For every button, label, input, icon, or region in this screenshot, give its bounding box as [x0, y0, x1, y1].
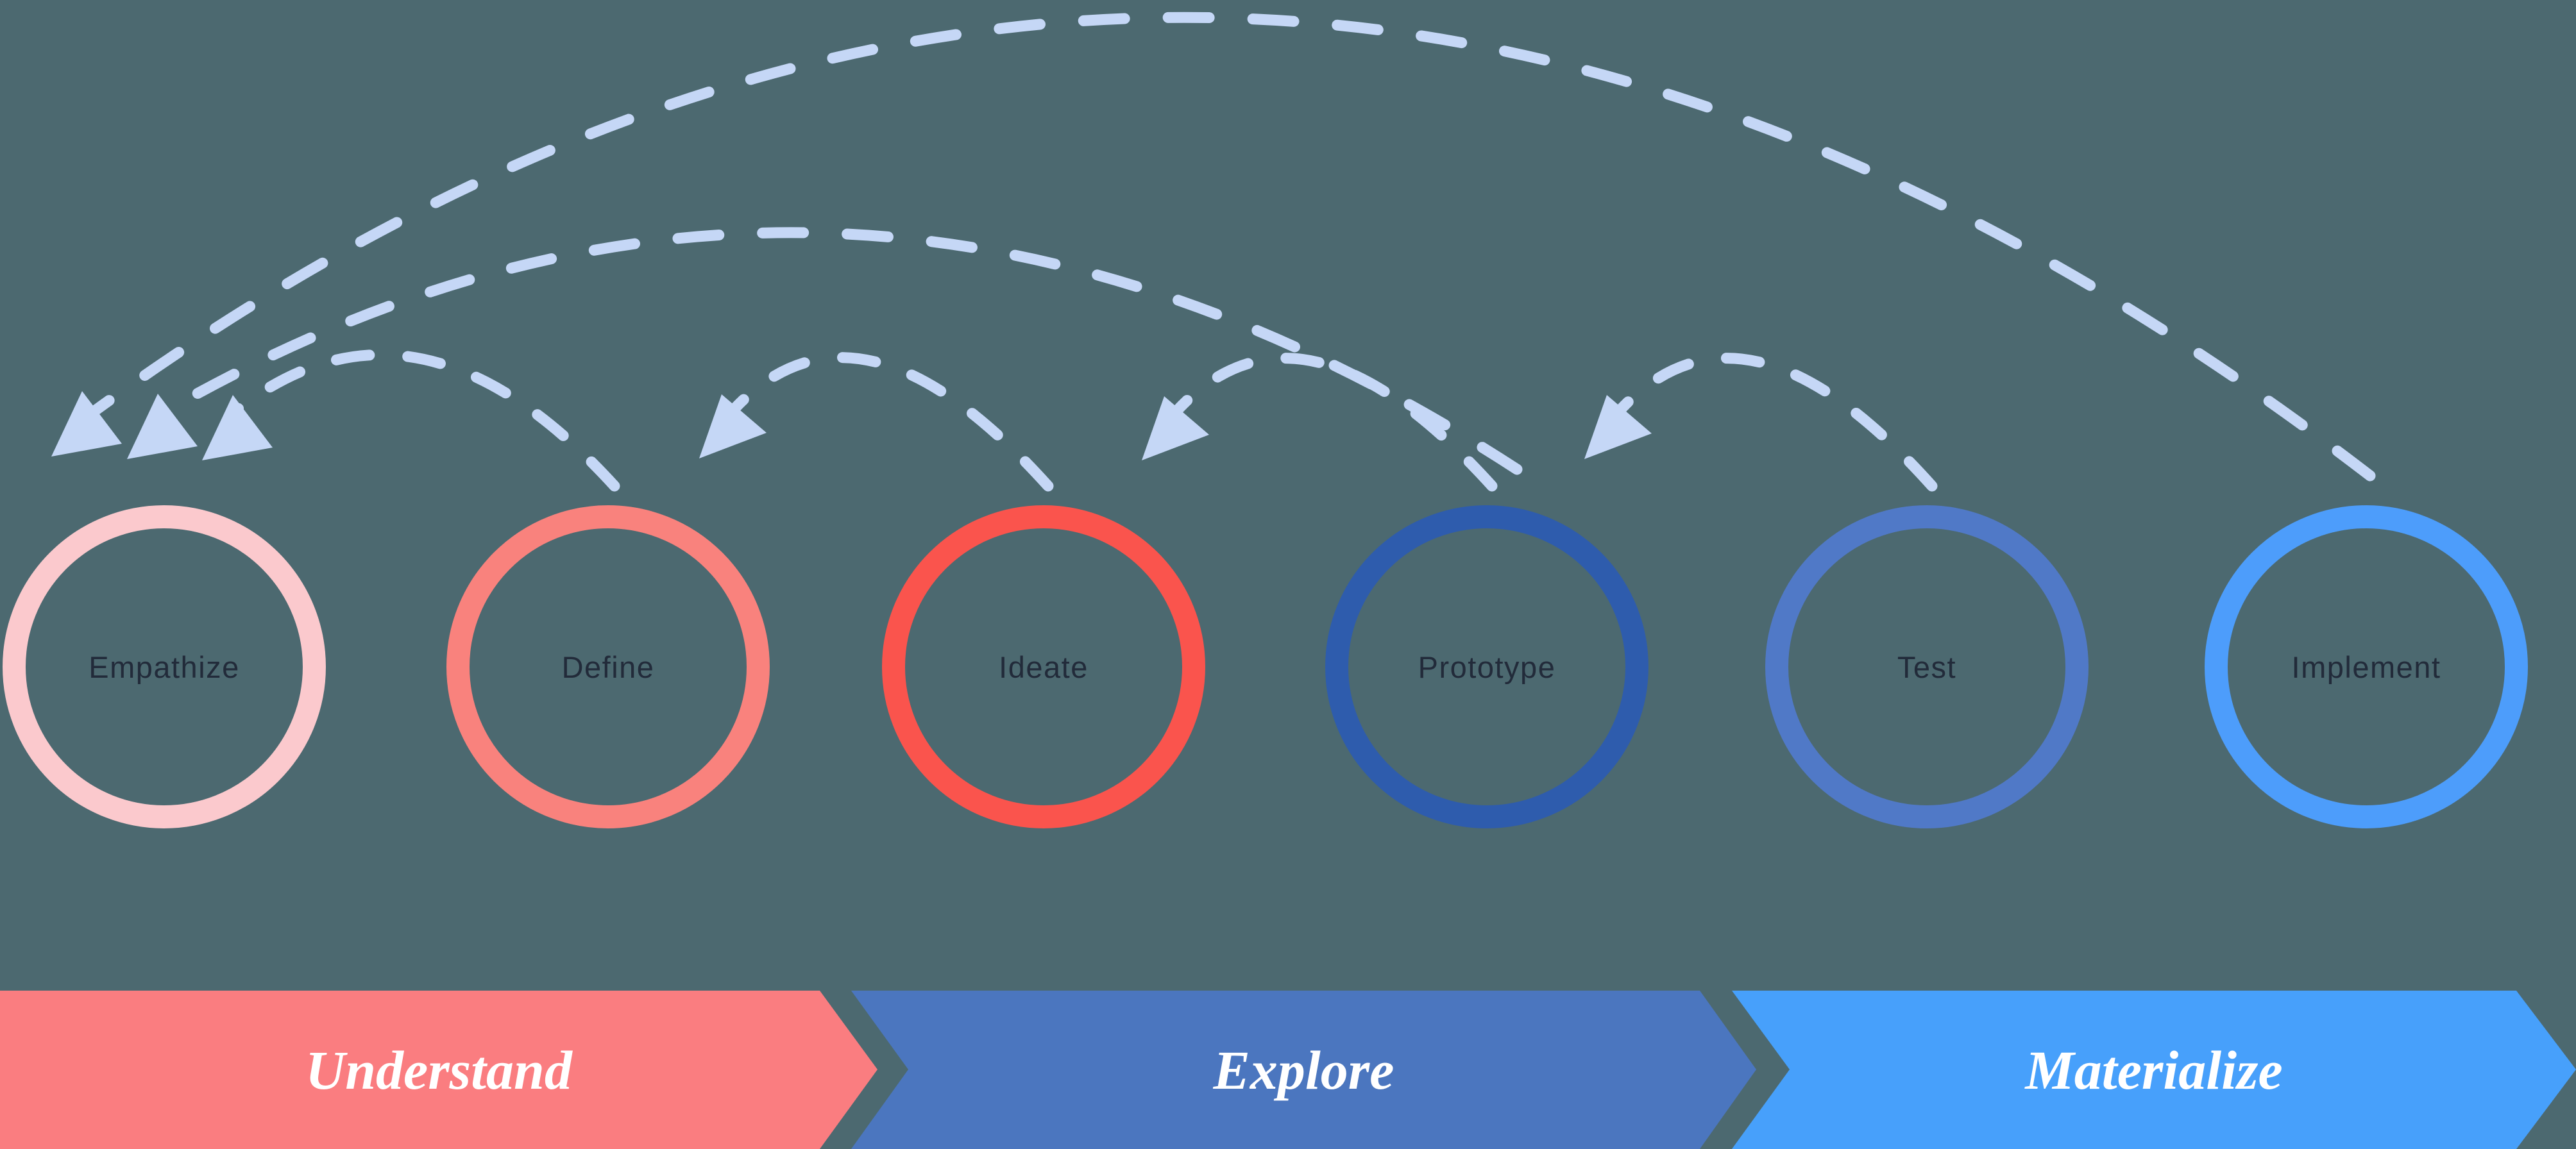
- stage-label-test: Test: [1897, 650, 1957, 684]
- arrowhead-define-to-empathize-icon: [202, 395, 273, 460]
- phase-banner-understand: Understand: [0, 991, 877, 1149]
- phase-banner-explore: Explore: [851, 991, 1756, 1149]
- arrowhead-test-to-prototype-icon: [1584, 395, 1652, 459]
- arrow-prototype-to-ideate: [1163, 353, 1498, 492]
- stage-label-prototype: Prototype: [1418, 650, 1556, 684]
- stage-circle-empathize: Empathize: [3, 505, 326, 828]
- stage-circle-implement: Implement: [2205, 505, 2528, 828]
- stage-label-empathize: Empathize: [89, 650, 240, 684]
- stage-circle-define: Define: [446, 505, 770, 828]
- arrow-ideate-to-define: [720, 352, 1054, 492]
- phase-label-materialize: Materialize: [2025, 1039, 2283, 1101]
- phase-banner-materialize: Materialize: [1732, 991, 2576, 1149]
- arrowhead-prototype-to-empathize-icon: [127, 394, 198, 459]
- stage-label-ideate: Ideate: [999, 650, 1089, 684]
- arrow-prototype-to-empathize: [156, 227, 1523, 475]
- arrowhead-prototype-to-ideate-icon: [1142, 396, 1209, 460]
- phase-label-understand: Understand: [305, 1039, 572, 1101]
- arrowhead-implement-to-empathize-icon: [51, 391, 122, 457]
- phase-label-explore: Explore: [1213, 1039, 1394, 1101]
- arrow-define-to-empathize: [230, 349, 620, 492]
- arrow-implement-to-empathize: [81, 12, 2376, 482]
- stage-circle-ideate: Ideate: [882, 505, 1205, 828]
- stage-circle-prototype: Prototype: [1325, 505, 1648, 828]
- stage-label-implement: Implement: [2291, 650, 2441, 684]
- stage-label-define: Define: [561, 650, 655, 684]
- arrow-test-to-prototype: [1606, 353, 1938, 492]
- stage-circle-test: Test: [1765, 505, 2089, 828]
- arrowhead-ideate-to-define-icon: [699, 394, 767, 458]
